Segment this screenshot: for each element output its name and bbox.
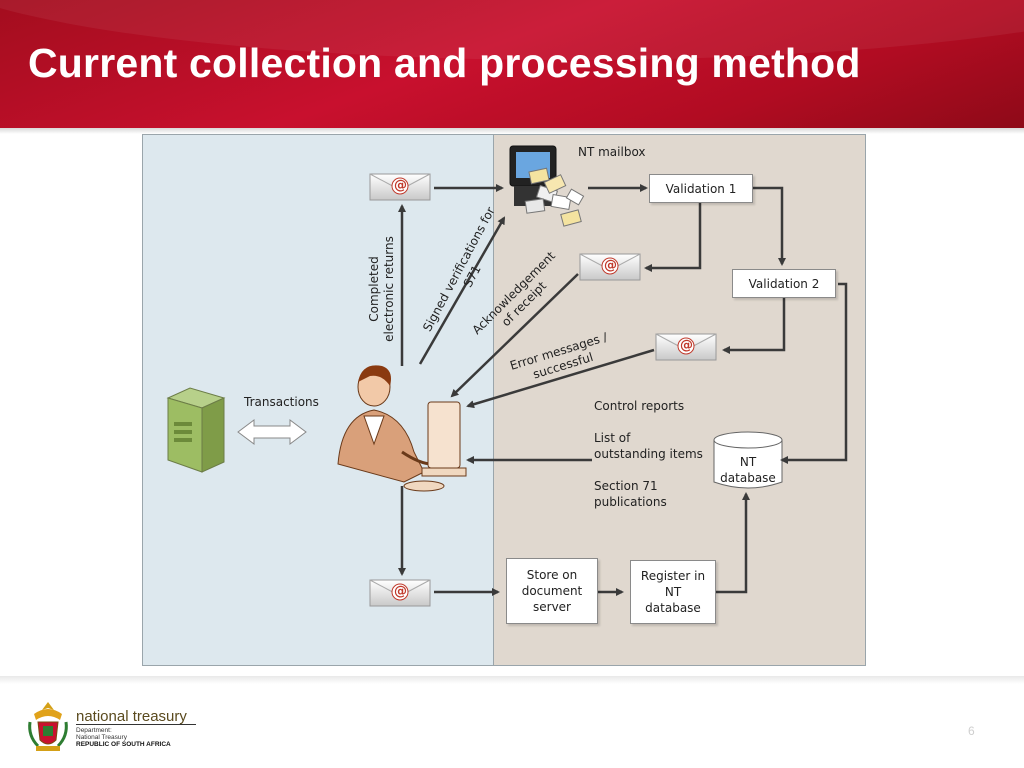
person-computer-icon — [337, 365, 467, 492]
mailbox-computer-icon — [509, 145, 585, 227]
outstanding-items-line2: outstanding items — [594, 447, 703, 461]
email-symbol-ack: @ — [604, 258, 617, 273]
nt-database-line1: NT — [739, 455, 757, 469]
dept-line3: REPUBLIC OF SOUTH AFRICA — [76, 741, 171, 748]
process-diagram: NT mailbox Validation 1 Validation 2 Tra… — [142, 134, 866, 666]
transactions-arrow — [237, 419, 307, 445]
arrow-val1-to-ack — [644, 202, 702, 272]
email-envelope-top — [369, 173, 431, 201]
coat-of-arms-icon — [28, 702, 68, 751]
email-symbol-top: @ — [394, 178, 407, 193]
arrow-person-to-mailbox — [418, 216, 506, 365]
dept-line2: National Treasury — [76, 734, 127, 741]
arrow-error-to-person — [466, 348, 655, 409]
nt-database-label: NT database — [718, 454, 778, 486]
national-treasury-logo: national treasury Department: National T… — [26, 700, 226, 756]
validation-2-box: Validation 2 — [732, 269, 836, 298]
register-line2: database — [645, 601, 701, 615]
arrow-ack-to-person — [450, 273, 579, 398]
email-envelope-error — [655, 333, 717, 361]
email-symbol-error: @ — [680, 338, 693, 353]
server-icon — [166, 387, 226, 473]
arrow-val1-to-val2 — [746, 186, 786, 266]
arrow-register-to-db — [716, 492, 750, 594]
nt-mailbox-label: NT mailbox — [578, 145, 646, 159]
section71-line2: publications — [594, 495, 667, 509]
footer-band — [0, 676, 1024, 684]
page-number: 6 — [968, 724, 975, 738]
store-line1: Store on — [526, 568, 578, 582]
control-reports-label: Control reports — [594, 399, 685, 413]
completed-returns-label: Completed electronic returns — [367, 229, 397, 349]
email-symbol-bottom: @ — [394, 584, 407, 599]
transactions-label: Transactions — [244, 395, 319, 409]
email-envelope-bottom — [369, 579, 431, 607]
slide-header: Current collection and processing method — [0, 0, 1024, 128]
arrow-val2-to-db — [780, 282, 848, 464]
outstanding-items-line1: List of — [594, 431, 631, 445]
store-line3: server — [533, 600, 571, 614]
register-line1: Register in NT — [640, 569, 706, 599]
outstanding-items-label: List of outstanding items — [594, 430, 703, 462]
nt-database-icon — [713, 431, 783, 489]
section71-line1: Section 71 — [594, 479, 658, 493]
dept-line1: Department: — [76, 727, 112, 734]
email-envelope-ack — [579, 253, 641, 281]
slide-title: Current collection and processing method — [28, 40, 861, 86]
store-on-server-box: Store on document server — [506, 558, 598, 624]
brand-text: national treasury — [76, 708, 187, 725]
arrow-val2-to-error — [722, 298, 786, 354]
header-shadow — [0, 128, 1024, 134]
completed-returns-line1: Completed — [367, 256, 381, 322]
nt-database-line2: database — [720, 471, 776, 485]
validation-1-box: Validation 1 — [649, 174, 753, 203]
brand-rule — [76, 724, 196, 725]
register-nt-db-box: Register in NT database — [630, 560, 716, 624]
store-line2: document — [521, 584, 583, 598]
completed-returns-line2: electronic returns — [382, 236, 396, 342]
section71-label: Section 71 publications — [594, 478, 667, 510]
